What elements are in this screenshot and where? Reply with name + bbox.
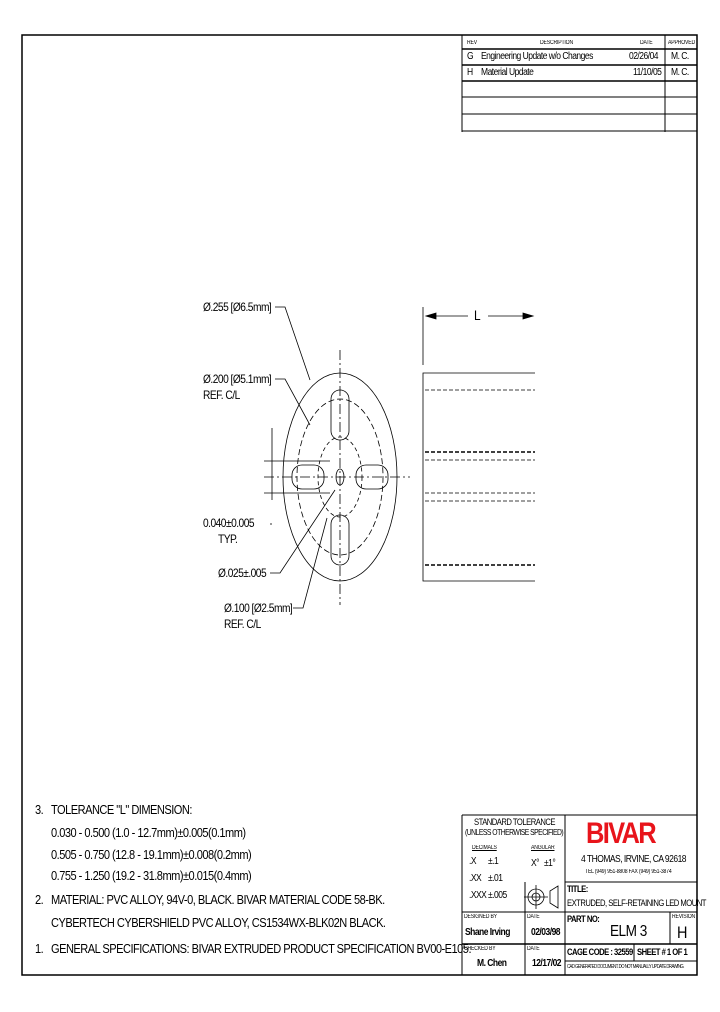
dim-outer-diameter: Ø.255 [Ø6.5mm]	[203, 300, 272, 314]
decimals-label: DECIMALS	[472, 845, 497, 851]
sheet-number: SHEET # 1 OF 1	[637, 947, 688, 957]
rev-row-g-rev: G	[467, 51, 474, 62]
title-block-grid	[461, 814, 697, 975]
company-address: 4 THOMAS, IRVINE, CA 92618	[581, 854, 687, 865]
dim-bolt-circle: Ø.200 [Ø5.1mm]	[203, 372, 272, 386]
note-3-line: TOLERANCE "L" DIMENSION:	[51, 802, 192, 817]
sheet-border	[21, 34, 698, 976]
length-label: L	[474, 307, 481, 323]
note-2-line: MATERIAL: PVC ALLOY, 94V-0, BLACK. BIVAR…	[51, 892, 385, 907]
check-date-label: DATE	[527, 946, 540, 952]
rev-row-h-rev: H	[467, 67, 473, 78]
unless-specified: (UNLESS OTHERWISE SPECIFIED)	[465, 828, 564, 837]
standard-tolerance: STANDARD TOLERANCE	[474, 817, 555, 827]
note-3-line: 0.030 - 0.500 (1.0 - 12.7mm)±0.005(0.1mm…	[51, 825, 246, 840]
tol-x-value: ±.1	[488, 856, 499, 867]
ref-cl-2: REF. C/L	[224, 617, 261, 631]
rev-header: REV	[467, 40, 477, 46]
designer-name: Shane Irving	[465, 927, 510, 938]
ref-cl-1: REF. C/L	[203, 388, 240, 402]
angular-label: ANGULAR	[531, 845, 555, 851]
note-3-line: 0.505 - 0.750 (12.8 - 19.1mm)±0.008(0.2m…	[51, 847, 252, 862]
note-3-number: 3.	[35, 802, 44, 817]
part-number: ELM 3	[610, 923, 647, 940]
title-label: TITLE:	[567, 884, 588, 894]
note-3-line: 0.755 - 1.250 (19.2 - 31.8mm)±0.015(0.4m…	[51, 868, 252, 883]
cage-code: CAGE CODE : 32559	[567, 947, 633, 957]
part-no-label: PART NO:	[567, 914, 600, 924]
note-1-number: 1.	[35, 941, 44, 956]
side-view	[422, 307, 535, 582]
ang-value: ±1°	[544, 858, 556, 869]
ang-x: X°	[531, 858, 540, 869]
revision-grid	[461, 35, 697, 132]
cad-footer: CAD GENERATED DOCUMENT. DO NOT MANUALLY …	[567, 964, 684, 970]
drawing-title: EXTRUDED, SELF-RETAINING LED MOUNT	[567, 898, 706, 908]
rev-row-h-approved: M. C.	[671, 67, 689, 78]
designed-by-label: DESIGNED BY	[464, 914, 497, 920]
tol-x: .X	[469, 856, 477, 867]
check-date: 12/17/02	[532, 958, 562, 969]
revision-label: REVISION	[672, 914, 696, 920]
approved-header: APPROVED	[668, 40, 695, 46]
rev-row-g-approved: M. C.	[671, 51, 689, 62]
dim-slot-width: 0.040±0.005	[203, 516, 255, 530]
third-angle-projection-icon	[524, 885, 559, 909]
note-1-line: GENERAL SPECIFICATIONS: BIVAR EXTRUDED P…	[51, 941, 472, 956]
checked-by-label: CHECKED BY	[464, 946, 496, 952]
date-header: DATE	[640, 40, 653, 46]
rev-row-h-date: 11/10/05	[633, 67, 662, 78]
rev-row-h-description: Material Update	[481, 67, 534, 78]
tol-xx-value: ±.01	[488, 873, 503, 884]
bivar-logo: BIVAR	[586, 817, 657, 850]
front-view	[264, 306, 410, 609]
note-2-number: 2.	[35, 892, 44, 907]
design-date: 02/03/98	[531, 927, 561, 938]
rev-row-g-description: Engineering Update w/o Changes	[481, 51, 593, 62]
revision-value: H	[677, 923, 687, 942]
note-2-line: CYBERTECH CYBERSHIELD PVC ALLOY, CS1534W…	[51, 915, 386, 930]
dim-center-hole: Ø.025±.005	[218, 566, 267, 580]
description-header: DESCRIPTION	[540, 40, 573, 46]
company-phone: TEL (949) 951-8808 FAX (949) 951-3874	[585, 869, 672, 875]
tol-xxx: .XXX	[469, 890, 487, 901]
tol-xxx-value: ±.005	[488, 890, 507, 901]
rev-row-g-date: 02/26/04	[629, 51, 659, 62]
typ-label: TYP.	[218, 532, 238, 546]
dim-inner-circle: Ø.100 [Ø2.5mm]	[224, 601, 293, 615]
checker-name: M. Chen	[477, 958, 507, 969]
tol-xx: .XX	[469, 873, 482, 884]
design-date-label: DATE	[527, 914, 540, 920]
